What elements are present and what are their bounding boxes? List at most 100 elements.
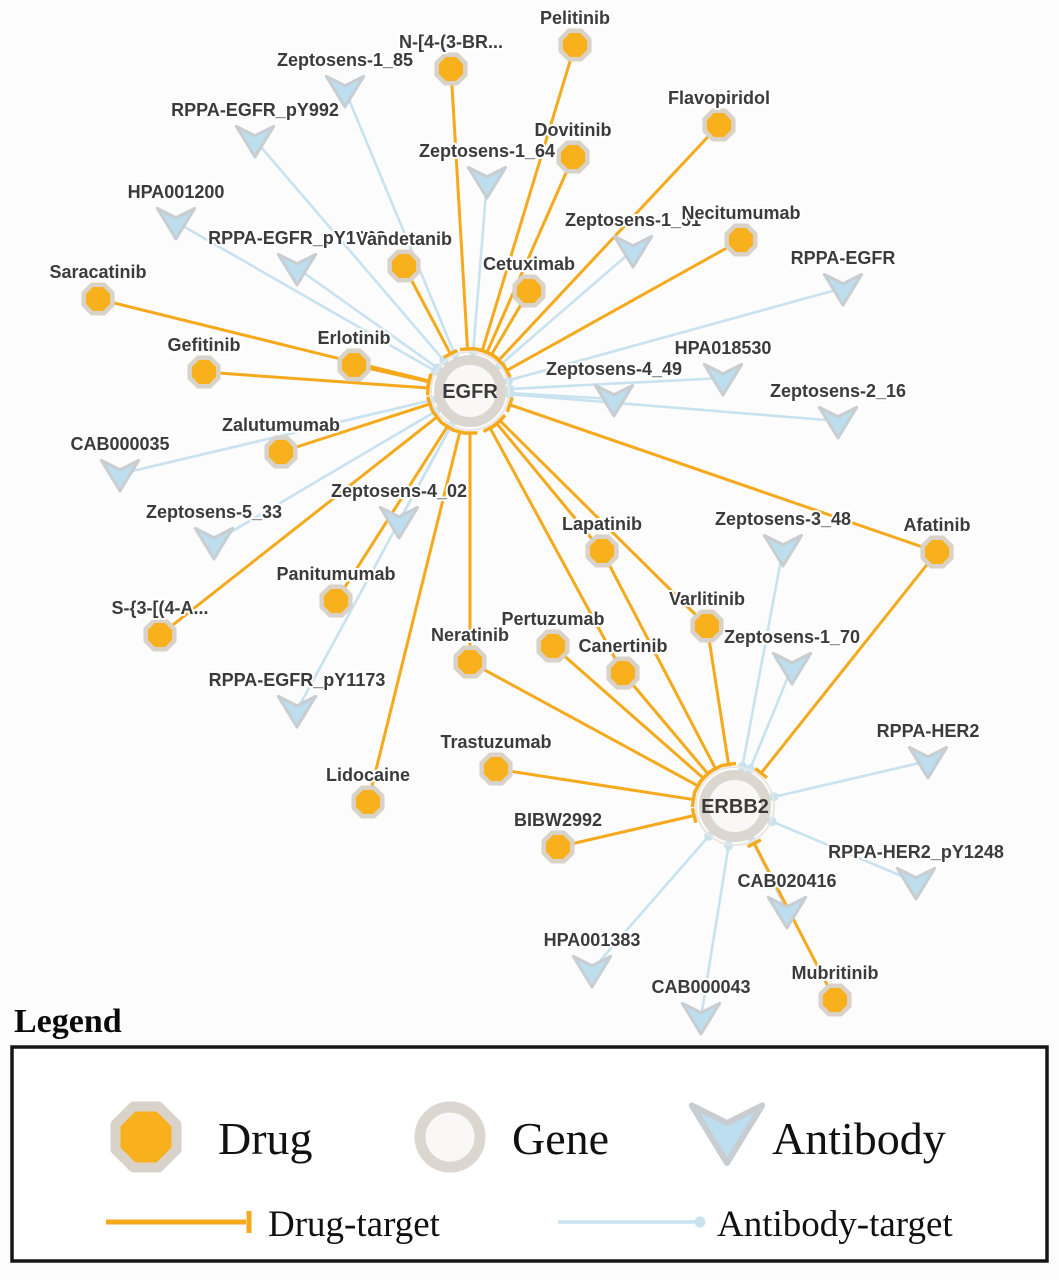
drug-edge-tee xyxy=(482,422,498,433)
drug-label: N-[4-(3-BR... xyxy=(399,32,503,52)
drug-node xyxy=(434,52,468,86)
drug-target-edge xyxy=(552,644,705,780)
drug-edge-tee xyxy=(693,778,704,794)
antibody-node xyxy=(771,651,813,686)
antibody-target-edge xyxy=(499,249,634,366)
drug-node xyxy=(536,629,570,663)
drug-label: Zalutumumab xyxy=(222,415,340,435)
drug-target-edge xyxy=(705,625,731,765)
drug-edge-tee xyxy=(459,346,476,352)
antibody-label: RPPA-HER2 xyxy=(877,721,980,741)
drug-edge-tee xyxy=(746,838,762,849)
legend: Legend Drug Gene Antibody Drug-target An… xyxy=(10,1003,1049,1263)
legend-icons xyxy=(106,1101,766,1233)
drug-target-edge xyxy=(557,814,695,849)
antibody-target-edge xyxy=(295,425,453,711)
antibody-node xyxy=(593,383,635,418)
antibody-node xyxy=(766,895,808,930)
drug-node xyxy=(453,645,487,679)
legend-gene-label: Gene xyxy=(512,1113,609,1164)
drug-edge-tee xyxy=(720,761,737,768)
antibody-label: Zeptosens-3_48 xyxy=(715,509,851,529)
drug-node xyxy=(143,618,177,652)
antibody-node xyxy=(234,124,276,159)
node-labels: Zeptosens-1_85RPPA-EGFR_pY992HPA001200RP… xyxy=(47,6,1005,999)
drug-target-edge xyxy=(159,415,438,637)
antibody-target-edge xyxy=(699,845,730,1018)
antibody-node xyxy=(571,954,613,989)
drug-octagon-icon xyxy=(110,1101,182,1173)
antibody-label: Zeptosens-1_85 xyxy=(277,50,413,70)
drug-target-edge xyxy=(752,842,837,1001)
gene-node-halo xyxy=(430,351,510,431)
antibody-label: HPA001383 xyxy=(544,930,641,950)
drug-node xyxy=(81,282,115,316)
drug-label: Afatinib xyxy=(904,515,971,535)
gene-node xyxy=(699,770,771,842)
antibody-target-edge xyxy=(213,410,437,544)
antibody-node xyxy=(193,526,235,561)
antibody-label: RPPA-HER2_pY1248 xyxy=(828,842,1004,862)
drug-label: Trastuzumab xyxy=(440,732,551,752)
legend-antibody-target-label: Antibody-target xyxy=(717,1204,953,1245)
antibody-label: Zeptosens-2_16 xyxy=(770,381,906,401)
antibody-node xyxy=(680,1001,722,1036)
drug-node xyxy=(187,355,221,389)
drug-label: Panitumumab xyxy=(276,564,395,584)
drug-edge-tee xyxy=(505,397,514,413)
drug-label: Neratinib xyxy=(431,625,509,645)
drug-label: Mubritinib xyxy=(792,963,879,983)
antibody-label: RPPA-EGFR xyxy=(791,248,896,268)
drug-label: Canertinib xyxy=(578,636,667,656)
drug-target-edge xyxy=(498,419,709,628)
drug-target-edges xyxy=(97,44,939,1001)
antibody-target-edge xyxy=(254,139,445,362)
antibody-target-edge xyxy=(741,548,785,767)
drug-node xyxy=(556,140,590,174)
gene-label: EGFR xyxy=(442,381,498,403)
drug-node xyxy=(702,108,736,142)
drug-label: Erlotinib xyxy=(318,328,391,348)
nodes xyxy=(81,28,954,1036)
drug-node xyxy=(387,249,421,283)
antibody-target-edge xyxy=(748,666,794,770)
drug-label: Saracatinib xyxy=(49,262,146,282)
drug-target-edge xyxy=(203,370,429,390)
antibody-node xyxy=(817,405,859,440)
antibody-label: Zeptosens-1_64 xyxy=(419,141,555,161)
antibody-target-edge xyxy=(509,391,615,401)
drug-label: Pelitinib xyxy=(540,8,610,28)
drug-target-edge xyxy=(497,123,721,362)
drug-node xyxy=(818,983,852,1017)
legend-box xyxy=(10,1045,1049,1263)
legend-antibody-label: Antibody xyxy=(772,1113,946,1164)
antibody-label: HPA018530 xyxy=(675,338,772,358)
antibody-label: CAB020416 xyxy=(737,871,836,891)
drug-label: Vandetanib xyxy=(356,229,452,249)
drug-target-edge xyxy=(505,238,742,372)
drug-target-edge xyxy=(485,156,575,354)
drug-node xyxy=(541,830,575,864)
drug-node xyxy=(351,785,385,819)
drug-target-edge xyxy=(97,297,430,383)
antibody-node xyxy=(99,458,141,493)
drug-label: Varlitinib xyxy=(669,589,745,609)
gene-label: ERBB2 xyxy=(701,796,769,818)
drug-label: Pertuzumab xyxy=(501,609,604,629)
drug-node xyxy=(479,752,513,786)
antibody-label: CAB000035 xyxy=(70,434,169,454)
drug-label: Lidocaine xyxy=(326,765,410,785)
antibody-label: RPPA-EGFR_pY1068 xyxy=(208,228,386,248)
drug-node xyxy=(585,534,619,568)
drug-node xyxy=(920,535,954,569)
drug-node xyxy=(264,435,298,469)
drug-target-edge xyxy=(759,551,939,775)
legend-title: Legend xyxy=(14,1003,122,1040)
drug-edge-tee xyxy=(484,349,499,361)
antibody-node xyxy=(276,252,318,287)
antibody-target-edge xyxy=(508,286,844,382)
drug-node xyxy=(337,348,371,382)
gene-node xyxy=(434,355,506,427)
drug-node xyxy=(606,656,640,690)
